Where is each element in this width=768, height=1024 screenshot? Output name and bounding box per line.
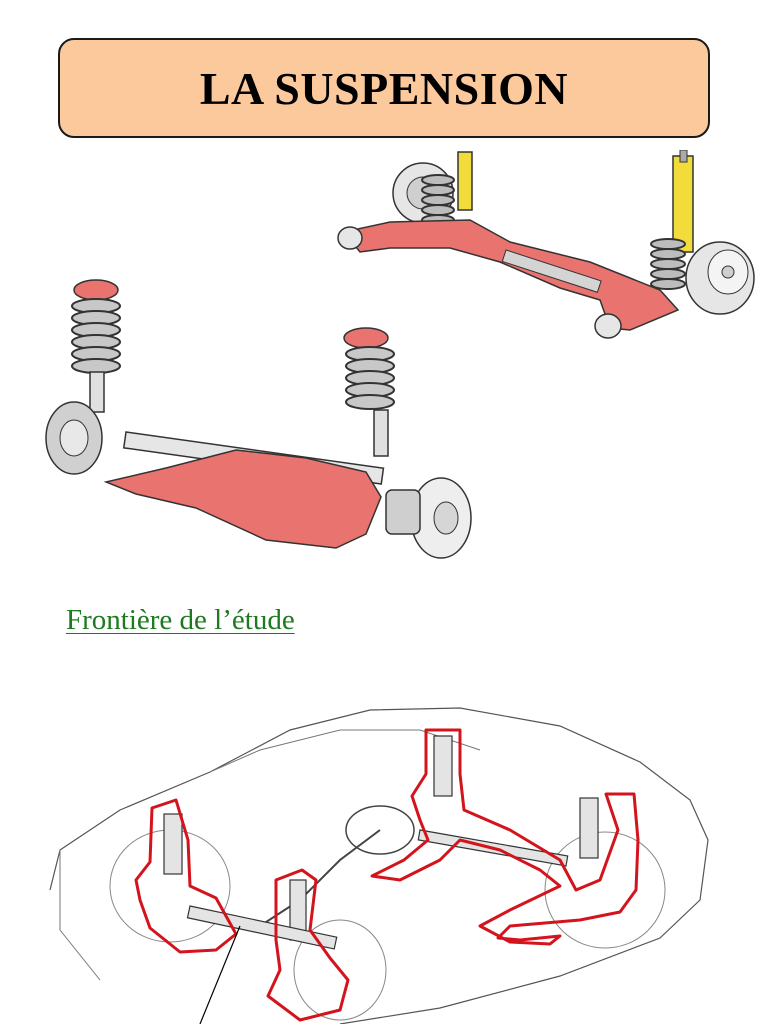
front-axle-illustration bbox=[45, 279, 472, 559]
rear-axle-illustration bbox=[337, 150, 755, 339]
section-heading: Frontière de l’étude bbox=[66, 604, 295, 636]
car-cutaway-illustration bbox=[49, 707, 709, 1024]
page-title: LA SUSPENSION bbox=[199, 62, 569, 114]
title-box: LA SUSPENSION bbox=[58, 38, 710, 138]
